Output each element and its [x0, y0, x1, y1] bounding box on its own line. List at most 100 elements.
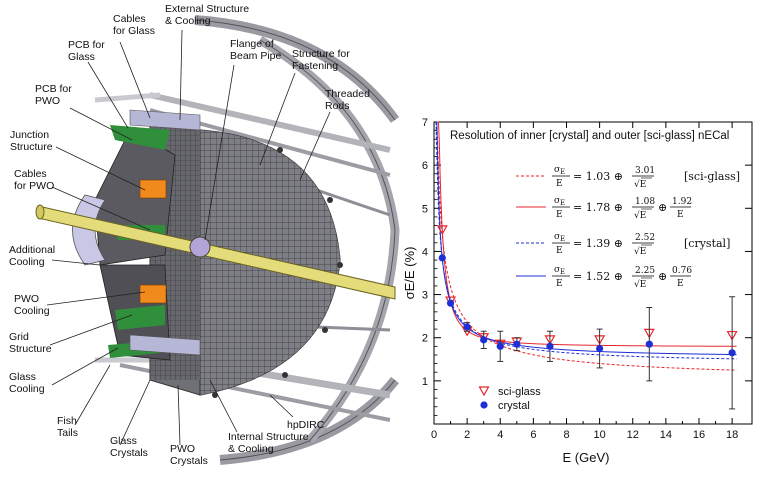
legend-series-name: crystal	[498, 400, 530, 412]
fit-lhs-den: E	[556, 179, 563, 189]
x-tick-label: 0	[431, 429, 437, 441]
fit-lhs-sub: E	[560, 168, 565, 176]
fit-equation: = 1.52 ⊕	[573, 270, 623, 283]
crystal-point	[645, 340, 653, 348]
label-internal-structure: Internal Structure& Cooling	[228, 431, 309, 455]
y-tick-label: 5	[422, 203, 428, 215]
x-tick-label: 12	[627, 429, 639, 441]
x-tick-label: 16	[693, 429, 705, 441]
crystal-point	[446, 299, 455, 307]
crystal-point	[513, 340, 521, 348]
fit-lhs-num: σ	[554, 265, 560, 275]
y-tick-label: 6	[422, 160, 428, 172]
fit-sqrt: √E	[634, 210, 646, 221]
fit-const-den: E	[677, 210, 684, 220]
chart-title: Resolution of inner [crystal] and outer …	[450, 130, 729, 142]
fit-sqrt: √E	[634, 179, 646, 190]
sci-glass-point	[436, 225, 448, 236]
y-axis-label: σE/E (%)	[402, 247, 417, 300]
fit-stochastic: 1.08	[635, 197, 655, 207]
x-tick-label: 8	[563, 429, 569, 441]
fit-stochastic: 3.01	[635, 166, 655, 176]
x-tick-label: 14	[660, 429, 672, 441]
fit-lhs-den: E	[556, 279, 563, 289]
fit-lhs-sub: E	[560, 235, 565, 243]
x-tick-label: 18	[726, 429, 738, 441]
fit-lhs-den: E	[556, 246, 563, 256]
fit-tag: [sci-glass]	[684, 170, 740, 183]
fit-sqrt: √E	[634, 279, 646, 290]
plot-frame	[433, 121, 753, 425]
label-hpdirc: hpDIRC	[287, 419, 325, 431]
bolts	[212, 147, 343, 398]
y-tick-label: 4	[422, 246, 428, 258]
legend-marker-crystal	[480, 401, 488, 409]
y-tick-label: 1	[422, 376, 428, 388]
crystal-point	[438, 254, 446, 262]
series-legend: sci-glass crystal	[478, 386, 541, 412]
legend-series-name: sci-glass	[498, 386, 541, 398]
fit-equation: = 1.39 ⊕	[573, 237, 623, 250]
fit-oplus: ⊕	[658, 270, 667, 283]
legend-marker-sci-glass	[478, 386, 490, 397]
fit-sqrt: √E	[634, 246, 646, 257]
crystal-point	[546, 342, 554, 350]
fit-stochastic: 2.25	[635, 266, 655, 276]
crystal-point	[480, 336, 488, 344]
fit-stochastic: 2.52	[635, 233, 655, 243]
fit-constant: 0.76	[672, 266, 692, 276]
x-tick-label: 10	[594, 429, 606, 441]
crystal-point	[496, 342, 504, 350]
fit-lhs-sub: E	[560, 199, 565, 207]
x-tick-label: 6	[530, 429, 536, 441]
crystal-point	[596, 344, 604, 353]
fit-lhs-sub: E	[560, 268, 565, 276]
fit-oplus: ⊕	[658, 201, 667, 214]
y-tick-label: 2	[422, 333, 428, 345]
fit-lhs-num: σ	[554, 232, 560, 242]
fit-lhs-den: E	[556, 210, 563, 220]
fit-equation: = 1.78 ⊕	[573, 201, 623, 214]
crystal-point	[463, 323, 471, 331]
beam-pipe	[35, 204, 396, 300]
crystal-point	[728, 349, 736, 357]
fit-lhs-num: σ	[554, 165, 560, 175]
fit-curve	[435, 121, 737, 360]
x-tick-label: 4	[497, 429, 503, 441]
data-points	[436, 225, 738, 410]
y-tick-label: 3	[422, 290, 428, 302]
fit-equation: = 1.03 ⊕	[573, 170, 623, 183]
y-tick-label: 7	[422, 117, 428, 129]
fit-constant: 1.92	[672, 197, 692, 207]
fit-curve	[435, 121, 737, 347]
fit-lhs-num: σ	[554, 196, 560, 206]
x-axis-label: E (GeV)	[563, 450, 610, 465]
leader-lines	[46, 29, 331, 446]
x-tick-label: 2	[464, 429, 470, 441]
fit-tag: [crystal]	[684, 237, 730, 250]
fit-const-den: E	[677, 279, 684, 289]
label-external-structure: External Structure& Cooling	[165, 3, 249, 27]
